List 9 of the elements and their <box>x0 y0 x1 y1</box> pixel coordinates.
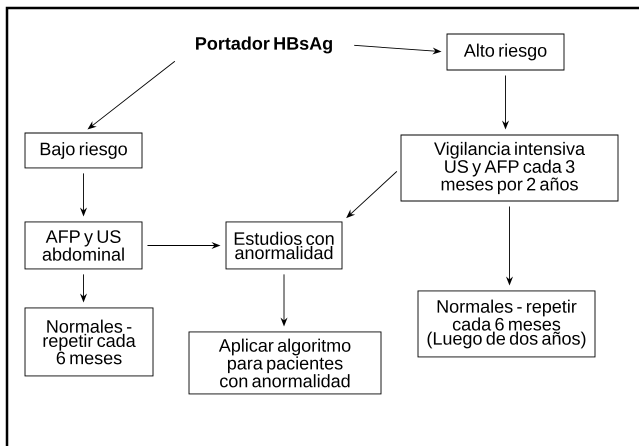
process-box: Normales - repetir cada 6 meses (Luego de dos años) <box>418 290 596 358</box>
process-box: Estudios con anormalidad <box>226 222 342 270</box>
process-box: Normales - repetir cada 6 meses <box>24 308 154 376</box>
process-box: Alto riesgo <box>446 34 564 70</box>
process-box: AFP y US abdominal <box>24 222 142 270</box>
process-box: Bajo riesgo <box>24 132 142 168</box>
title-text: Portador HBsAg <box>196 36 332 54</box>
process-box: Vigilancia intensiva US y AFP cada 3 meses por 2 años <box>400 134 618 202</box>
process-box: Aplicar algoritmo para pacientes con anormalidad <box>188 332 382 394</box>
